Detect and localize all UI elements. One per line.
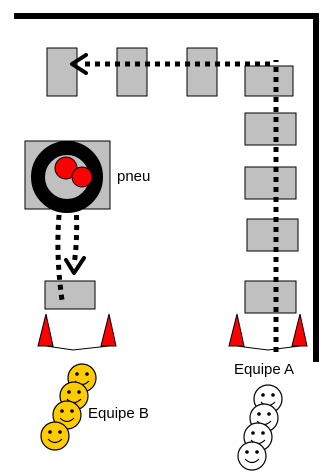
cone-a-left-icon bbox=[228, 313, 245, 347]
obstacle-box-a4 bbox=[246, 218, 299, 252]
obstacle-box-a3 bbox=[244, 166, 297, 200]
cone-a-right-icon bbox=[291, 313, 308, 347]
arrow-head-left-icon bbox=[70, 53, 88, 75]
path-tire-down-1 bbox=[55, 204, 65, 301]
team-b-label: Equipe B bbox=[88, 405, 149, 422]
path-tire-down-2 bbox=[71, 204, 80, 266]
team-b-player-4 bbox=[40, 421, 70, 451]
obstacle-box-a2 bbox=[244, 112, 297, 146]
obstacle-box-top3 bbox=[186, 47, 218, 97]
course-boundary bbox=[14, 13, 319, 362]
start-line-b bbox=[45, 345, 110, 351]
team-a-label: Equipe A bbox=[234, 361, 294, 378]
cone-b-left-icon bbox=[37, 313, 54, 347]
start-line-a bbox=[236, 345, 301, 351]
obstacle-box-a1 bbox=[244, 65, 294, 97]
cone-b-right-icon bbox=[100, 313, 117, 347]
obstacle-box-top2 bbox=[116, 47, 148, 97]
obstacle-box-top1 bbox=[46, 47, 78, 97]
obstacle-box-b bbox=[44, 280, 96, 310]
ball-icon-2 bbox=[71, 166, 93, 188]
team-a-player-4 bbox=[237, 441, 267, 471]
tire-icon bbox=[31, 141, 103, 213]
team-b-player-3 bbox=[52, 400, 82, 430]
arrow-head-down-icon bbox=[64, 256, 86, 275]
tire-label: pneu bbox=[117, 168, 150, 185]
obstacle-box-a5 bbox=[244, 280, 297, 314]
